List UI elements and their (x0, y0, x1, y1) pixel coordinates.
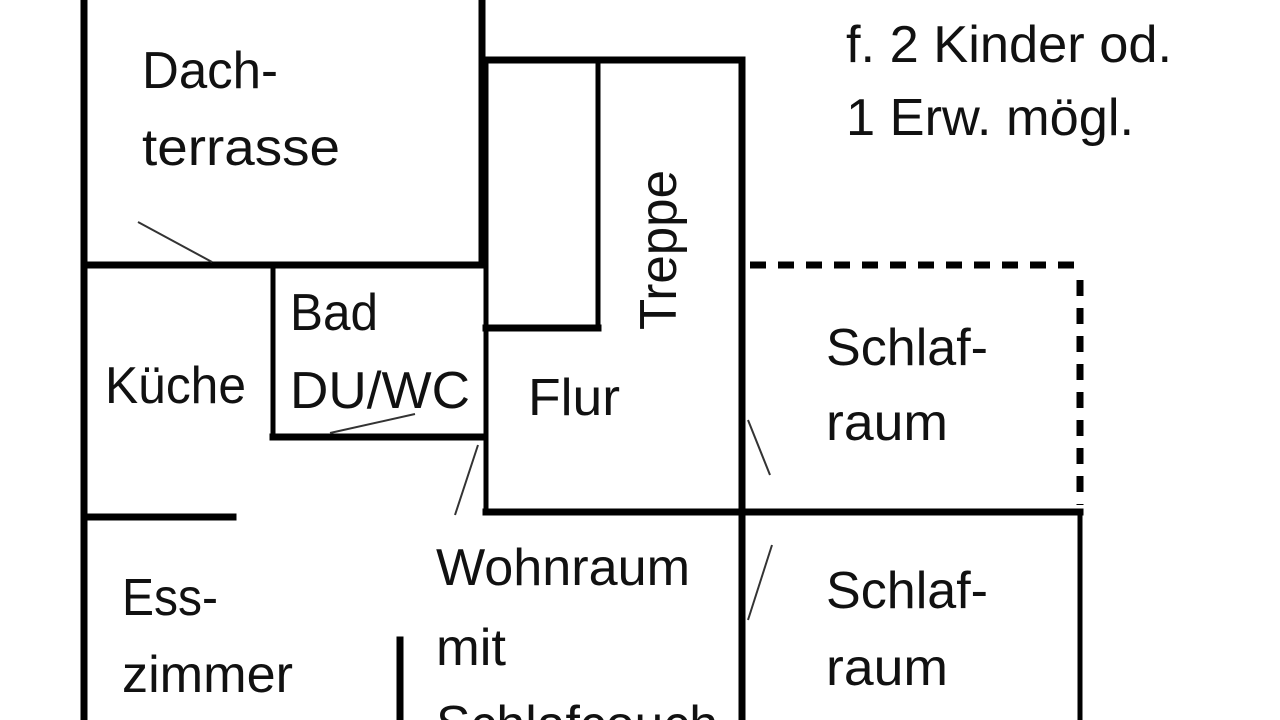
room-label-kueche: Küche (105, 357, 246, 415)
room-label-schlafraum1-2: raum (826, 394, 948, 452)
room-label-wohnraum-2: mit (436, 619, 507, 677)
room-label-dachterrasse-2: terrasse (142, 119, 340, 177)
room-label-schlafraum2-2: raum (826, 639, 948, 697)
note-line-2: 1 Erw. mögl. (846, 89, 1134, 147)
room-label-wohnraum-1: Wohnraum (436, 539, 690, 597)
room-label-esszimmer-1: Ess- (122, 569, 218, 627)
room-label-treppe: Treppe (630, 170, 688, 330)
bedroom2-door (747, 544, 773, 621)
note-line-1: f. 2 Kinder od. (846, 16, 1172, 74)
room-label-bad-2: DU/WC (290, 362, 470, 420)
room-label-bad-1: Bad (290, 284, 378, 342)
bedroom1-door (747, 419, 771, 476)
room-label-wohnraum-3: Schlafcouch (436, 696, 718, 720)
room-label-esszimmer-2: zimmer (122, 646, 293, 704)
bath-door (329, 413, 416, 434)
walls (80, 0, 1084, 720)
room-label-dachterrasse-1: Dach- (142, 42, 278, 100)
living-door (454, 444, 479, 516)
room-label-schlafraum1-1: Schlaf- (826, 319, 988, 377)
terrace-door (137, 221, 213, 263)
doors (137, 221, 773, 621)
room-label-schlafraum2-1: Schlaf- (826, 562, 988, 620)
room-label-flur: Flur (528, 369, 620, 427)
